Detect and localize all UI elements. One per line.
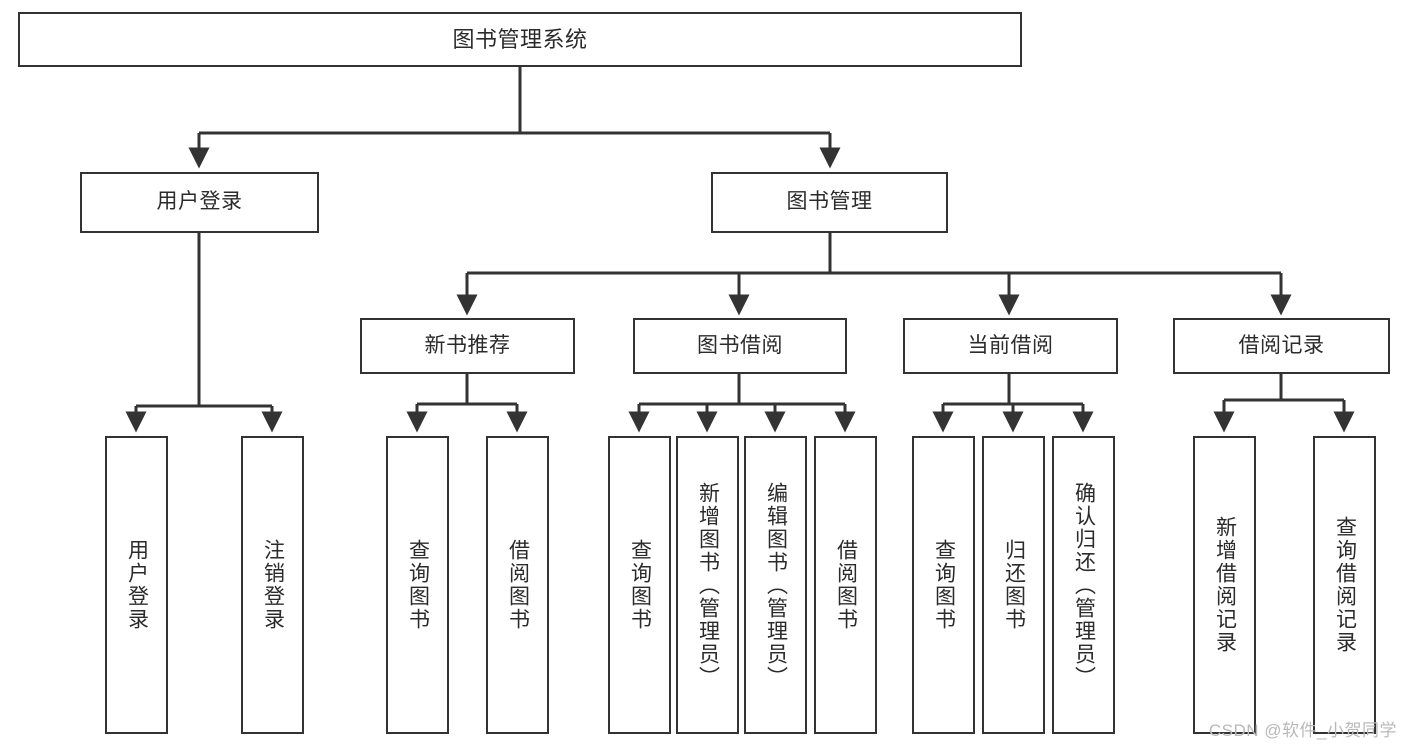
node-label: 用户登录 <box>125 539 149 631</box>
node-label: 归还图书 <box>1002 539 1026 631</box>
node-leaf-edit-book-admin[interactable]: 编辑图书（管理员） <box>744 436 807 734</box>
node-current-borrow[interactable]: 当前借阅 <box>903 318 1118 374</box>
node-leaf-query-book-newbook[interactable]: 查询图书 <box>386 436 449 734</box>
node-book-borrow[interactable]: 图书借阅 <box>633 318 847 374</box>
node-label: 新增借阅记录 <box>1213 516 1237 654</box>
node-label: 查询图书 <box>406 539 430 631</box>
node-label: 图书管理 <box>786 190 873 214</box>
node-label: 查询图书 <box>932 539 956 631</box>
node-label: 借阅记录 <box>1238 333 1325 357</box>
node-book-management[interactable]: 图书管理 <box>711 172 948 233</box>
node-leaf-borrow-book-newbook[interactable]: 借阅图书 <box>486 436 549 734</box>
node-root-book-management-system[interactable]: 图书管理系统 <box>18 12 1022 67</box>
node-leaf-add-borrow-record[interactable]: 新增借阅记录 <box>1193 436 1256 734</box>
node-label: 当前借阅 <box>967 333 1054 357</box>
node-user-login[interactable]: 用户登录 <box>80 172 319 233</box>
node-new-book-recommend[interactable]: 新书推荐 <box>360 318 575 374</box>
csdn-watermark: CSDN @软件_小贺同学 <box>1208 721 1397 740</box>
node-label: 新书推荐 <box>424 333 511 357</box>
node-label: 借阅图书 <box>834 539 858 631</box>
node-leaf-logout[interactable]: 注销登录 <box>241 436 304 734</box>
node-label: 借阅图书 <box>506 539 530 631</box>
node-leaf-query-book-borrow[interactable]: 查询图书 <box>608 436 671 734</box>
node-leaf-query-borrow-record[interactable]: 查询借阅记录 <box>1313 436 1376 734</box>
node-leaf-return-book[interactable]: 归还图书 <box>982 436 1045 734</box>
node-label: 编辑图书（管理员） <box>764 481 788 689</box>
node-label: 图书借阅 <box>697 333 783 357</box>
node-label: 查询图书 <box>628 539 652 631</box>
node-leaf-borrow-book[interactable]: 借阅图书 <box>814 436 877 734</box>
node-leaf-add-book-admin[interactable]: 新增图书（管理员） <box>676 436 739 734</box>
node-leaf-confirm-return-admin[interactable]: 确认归还（管理员） <box>1052 436 1115 734</box>
node-borrow-record[interactable]: 借阅记录 <box>1173 318 1390 374</box>
node-label: 新增图书（管理员） <box>696 481 720 689</box>
node-label: 图书管理系统 <box>452 26 588 52</box>
node-label: 用户登录 <box>156 190 243 214</box>
node-leaf-query-book-current[interactable]: 查询图书 <box>912 436 975 734</box>
node-label: 注销登录 <box>261 539 285 631</box>
node-label: 查询借阅记录 <box>1333 516 1357 654</box>
node-leaf-user-login[interactable]: 用户登录 <box>105 436 168 734</box>
node-label: 确认归还（管理员） <box>1072 481 1096 689</box>
